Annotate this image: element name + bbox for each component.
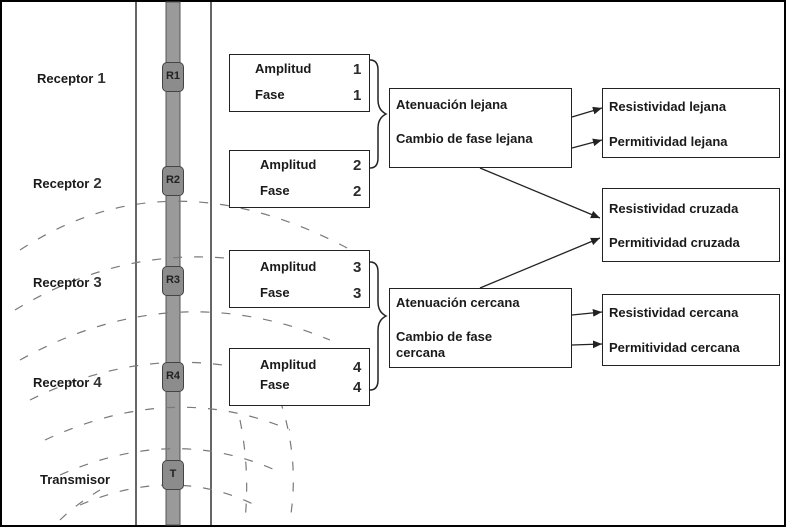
wave-arc	[19, 200, 361, 256]
amplitude-number: 2	[353, 157, 362, 174]
phase-number: 4	[353, 379, 362, 396]
arrow-far-perm	[571, 138, 603, 149]
phase-number: 2	[353, 183, 362, 200]
tool-mandrel	[165, 1, 181, 526]
wave-arc	[44, 406, 291, 441]
brace-far	[369, 59, 388, 169]
amplitude-label: Amplitud	[260, 357, 317, 372]
near-phase-shift-label: Cambio de fase	[396, 329, 493, 344]
near-phase-shift-label-2: cercana	[396, 345, 446, 360]
receiver-1-sensor: R1	[162, 62, 184, 92]
cross-permittivity-label: Permitividad cruzada	[609, 235, 740, 250]
receiver-2-sensor: R2	[162, 166, 184, 196]
wave-arc	[79, 484, 256, 506]
near-resistivity-label: Resistividad cercana	[609, 305, 739, 320]
near-output-box: Resistividad cercana Permitividad cercan…	[602, 294, 780, 366]
far-resistivity-label: Resistividad lejana	[609, 99, 727, 114]
wave-arc	[279, 399, 294, 521]
arrow-near-res	[571, 309, 603, 317]
amplitude-number: 1	[353, 61, 362, 78]
measurement-box-2: Amplitud 2 Fase 2	[229, 150, 370, 208]
far-phase-shift-label: Cambio de fase lejana	[396, 131, 533, 146]
receiver-4-sensor: R4	[162, 362, 184, 392]
far-output-box: Resistividad lejana Permitividad lejana	[602, 88, 780, 158]
transmitter-sensor: T	[162, 460, 184, 490]
wave-arc	[19, 311, 331, 361]
arrow-far-to-cross	[479, 167, 601, 219]
amplitude-label: Amplitud	[255, 61, 312, 76]
far-permittivity-label: Permitividad lejana	[609, 134, 728, 149]
brace-near	[369, 261, 388, 391]
measurement-box-1: Amplitud 1 Fase 1	[229, 54, 370, 112]
cross-resistivity-label: Resistividad cruzada	[609, 201, 739, 216]
phase-label: Fase	[260, 285, 290, 300]
phase-number: 1	[353, 87, 362, 104]
amplitude-number: 4	[353, 359, 362, 376]
wave-arc	[59, 489, 101, 521]
wave-arc	[59, 448, 276, 476]
arrow-near-to-cross	[479, 237, 601, 289]
cross-output-box: Resistividad cruzada Permitividad cruzad…	[602, 188, 780, 262]
phase-label: Fase	[260, 377, 290, 392]
near-permittivity-label: Permitividad cercana	[609, 340, 740, 355]
amplitude-label: Amplitud	[260, 157, 317, 172]
near-derived-box: Atenuación cercana Cambio de fase cercan…	[389, 288, 572, 368]
transmitter-label: Transmisor	[40, 472, 111, 487]
far-attenuation-label: Atenuación lejana	[396, 97, 508, 112]
phase-label: Fase	[255, 87, 285, 102]
measurement-box-4: Amplitud 4 Fase 4	[229, 348, 370, 406]
far-derived-box: Atenuación lejana Cambio de fase lejana	[389, 88, 572, 168]
amplitude-number: 3	[353, 259, 362, 276]
receiver-3-sensor: R3	[162, 266, 184, 296]
wave-arc	[239, 419, 248, 521]
amplitude-label: Amplitud	[260, 259, 317, 274]
arrow-near-perm	[571, 340, 603, 349]
near-attenuation-label: Atenuación cercana	[396, 295, 520, 310]
measurement-box-3: Amplitud 3 Fase 3	[229, 250, 370, 308]
phase-number: 3	[353, 285, 362, 302]
arrow-far-res	[571, 106, 603, 118]
phase-label: Fase	[260, 183, 290, 198]
